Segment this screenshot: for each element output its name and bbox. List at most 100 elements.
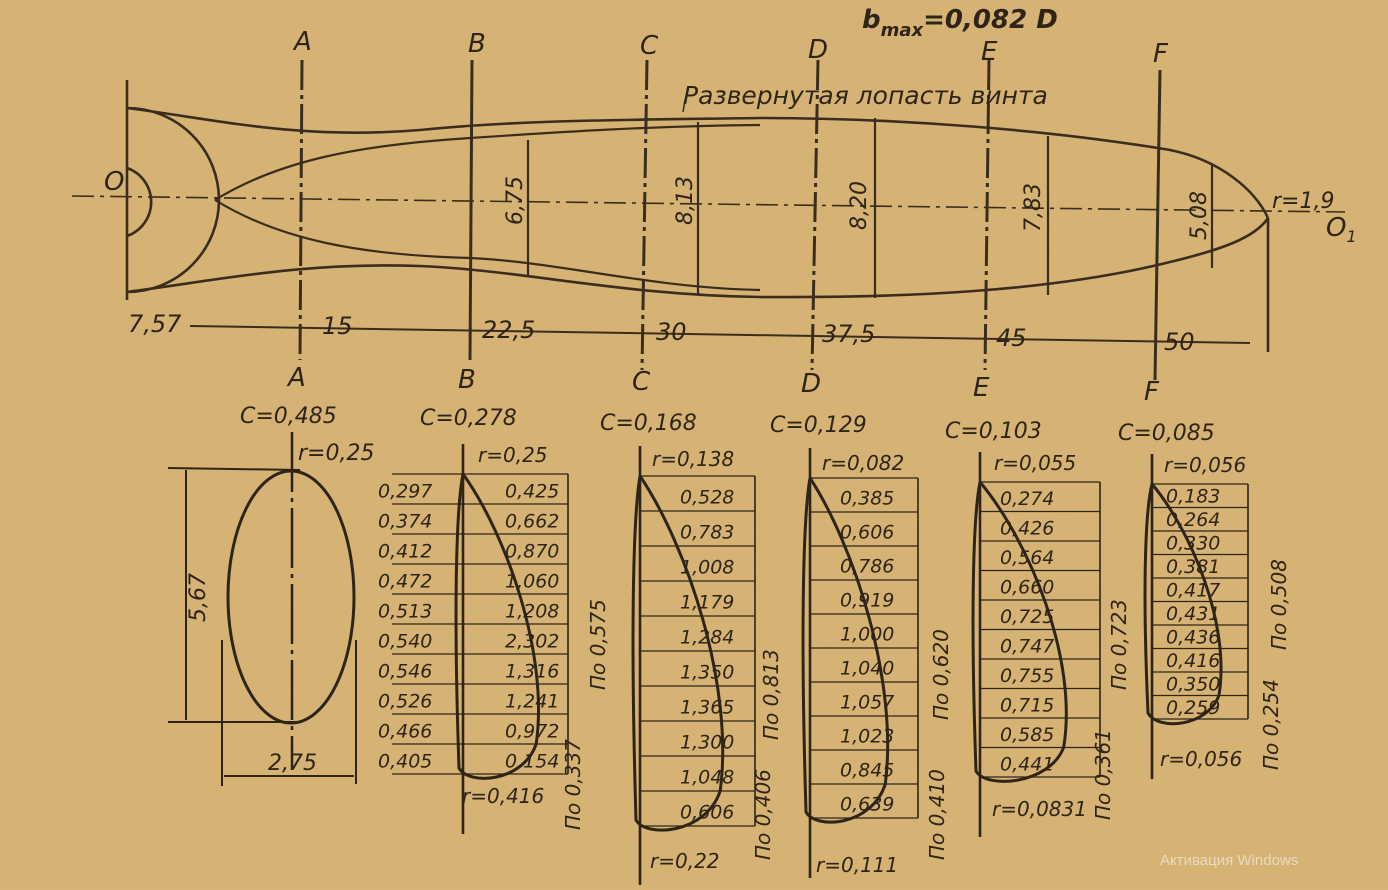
section-line-b <box>468 59 474 361</box>
section-b-value: 0,425 <box>505 480 559 502</box>
width-b: 6,75 <box>503 176 528 225</box>
blade-upper-edge <box>126 106 1270 219</box>
section-d-value: 0,786 <box>840 556 894 578</box>
dim-r-1: 15 <box>322 312 353 340</box>
section-c-value: 1,284 <box>680 626 734 648</box>
section-f-profile <box>1143 483 1223 726</box>
section-line-c <box>640 59 649 371</box>
section-letters-bottom: A B C D E F <box>286 363 1160 407</box>
section-d-value: 0,606 <box>840 522 894 544</box>
section-b-value: 0,154 <box>505 750 559 772</box>
section-profiles: 0,4250,6620,8701,0601,2082,3021,3161,241… <box>378 406 1291 886</box>
section-e-value: 0,274 <box>1000 488 1054 510</box>
section-c-label-right: По 0,813 <box>759 649 783 740</box>
section-e-value: 0,585 <box>1000 724 1054 746</box>
caption-leader <box>682 99 686 113</box>
section-b-label-left: По 0,337 <box>561 739 585 830</box>
section-d-value: 1,000 <box>840 624 894 646</box>
section-c-value: 0,783 <box>680 521 734 543</box>
section-line-f <box>1153 69 1162 381</box>
section-d-profile <box>801 477 890 824</box>
letter-top-b: B <box>468 29 486 59</box>
dim-r-3: 30 <box>656 318 687 346</box>
section-e-value: 0,747 <box>1000 636 1054 658</box>
section-d-label-right: По 0,620 <box>929 629 953 720</box>
section-c-c: C=0,168 <box>600 411 697 436</box>
section-c-value: 1,300 <box>680 731 734 753</box>
section-b-left-value: 0,513 <box>378 600 432 622</box>
letter-bot-e: E <box>973 373 990 403</box>
width-dimensions <box>526 118 1214 298</box>
section-f-value: 0,417 <box>1166 579 1220 601</box>
section-c-label-left: По 0,406 <box>751 769 775 860</box>
letter-top-d: D <box>808 35 828 65</box>
section-b-left-value: 0,405 <box>378 750 432 772</box>
letter-bot-a: A <box>286 363 306 393</box>
section-f-label-left: По 0,254 <box>1259 679 1283 770</box>
section-c-value: 1,048 <box>680 766 734 788</box>
section-d-r-bottom: r=0,111 <box>816 853 898 877</box>
section-f-r-bottom: r=0,056 <box>1160 747 1242 771</box>
letter-bot-f: F <box>1144 377 1160 407</box>
section-e-value: 0,564 <box>1000 547 1054 569</box>
windows-activation-watermark: Активация Windows <box>1160 852 1299 869</box>
section-e-value: 0,660 <box>1000 577 1054 599</box>
letter-bot-d: D <box>801 369 821 399</box>
section-d-value: 1,040 <box>840 658 894 680</box>
letter-top-c: C <box>640 31 659 61</box>
letter-bot-c: C <box>632 367 651 397</box>
dim-r-2: 22,5 <box>482 316 535 344</box>
section-line-d <box>810 59 820 371</box>
section-f-value: 0,436 <box>1166 626 1220 648</box>
hub-arc <box>126 106 221 294</box>
section-a-c: C=0,485 <box>240 404 337 429</box>
section-line-a <box>298 59 304 361</box>
section-f-value: 0,416 <box>1166 650 1220 672</box>
section-b-value: 0,870 <box>505 540 559 562</box>
section-b-left-value: 0,546 <box>378 660 432 682</box>
section-e-value: 0,426 <box>1000 518 1054 540</box>
section-c-value: 1,365 <box>680 696 734 718</box>
letter-top-e: E <box>981 37 998 67</box>
section-b-value: 1,241 <box>505 690 559 712</box>
section-d-value: 0,639 <box>840 794 894 816</box>
section-b-c: C=0,278 <box>420 406 517 431</box>
section-b-left-value: 0,412 <box>378 540 432 562</box>
section-e-profile <box>971 481 1068 783</box>
section-c-value: 1,179 <box>680 591 734 613</box>
section-c-r-top: r=0,138 <box>652 447 734 471</box>
section-d-r-top: r=0,082 <box>822 451 904 475</box>
section-b-left-value: 0,297 <box>378 480 432 502</box>
tip-r-label: r=1,9 <box>1272 189 1334 214</box>
section-a-dims <box>167 467 357 786</box>
section-e-value: 0,725 <box>1000 606 1054 628</box>
section-b-r-bottom: r=0,416 <box>462 784 544 808</box>
blade-axis <box>71 195 1346 213</box>
section-a: C=0,485 r=0,25 5,67 2,75 <box>167 404 374 786</box>
section-b-left-value: 0,526 <box>378 690 432 712</box>
section-e-c: C=0,103 <box>945 419 1042 444</box>
section-d-value: 0,919 <box>840 590 894 612</box>
section-b-left-value: 0,472 <box>378 570 432 592</box>
section-f-value: 0,264 <box>1166 509 1220 531</box>
section-f-value: 0,330 <box>1166 532 1220 554</box>
letter-top-f: F <box>1153 39 1169 69</box>
section-lines <box>298 59 1162 381</box>
section-f-value: 0,431 <box>1166 603 1220 625</box>
section-b-r-top: r=0,25 <box>478 443 548 467</box>
section-e-r-top: r=0,055 <box>994 451 1076 475</box>
section-a-width: 2,75 <box>268 751 317 776</box>
dim-r-0: 7,57 <box>128 310 182 338</box>
width-c: 8,13 <box>673 176 698 225</box>
section-c-profile <box>631 475 725 832</box>
section-f-label-right: По 0,508 <box>1267 559 1291 650</box>
section-b-label-right: По 0,575 <box>586 599 610 690</box>
section-d-c: C=0,129 <box>770 413 867 438</box>
section-letters-top: A B C D E F <box>292 27 1169 69</box>
letter-top-a: A <box>292 27 312 57</box>
section-f-value: 0,259 <box>1166 697 1220 719</box>
section-f-value: 0,183 <box>1166 485 1220 507</box>
section-e-value: 0,755 <box>1000 665 1054 687</box>
section-e-r-bottom: r=0,0831 <box>992 797 1087 821</box>
